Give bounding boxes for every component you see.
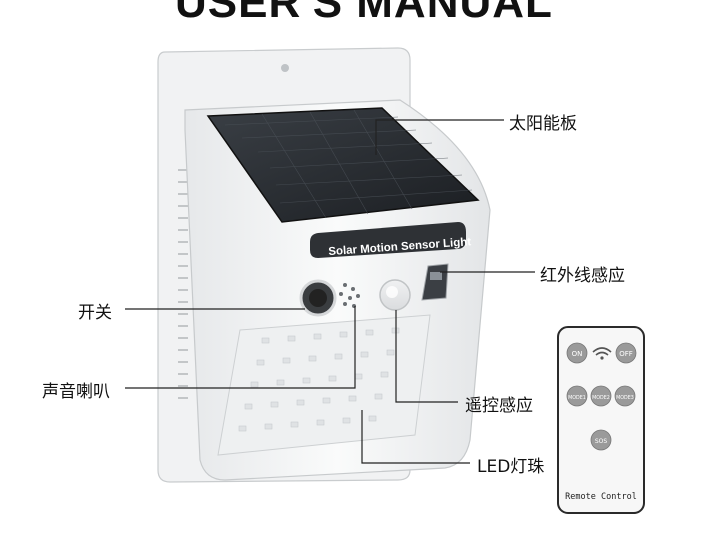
- remote-caption: Remote Control: [565, 492, 637, 502]
- label-switch: 开关: [78, 303, 112, 323]
- leader-lines: [125, 119, 535, 464]
- remote-off-button: [615, 342, 637, 364]
- led-beads: [238, 327, 400, 432]
- leader-speaker: [125, 306, 356, 389]
- mount-hole: [281, 64, 289, 72]
- led-panel: [217, 314, 431, 456]
- remote-off-label: OFF: [619, 350, 633, 358]
- remote-mode1-button: [566, 385, 588, 407]
- remote-sos-button: [590, 429, 612, 451]
- leader-remote-sensor: [395, 310, 458, 403]
- brand-strip: [310, 222, 466, 258]
- leader-led: [361, 410, 470, 464]
- side-vents: [178, 169, 188, 399]
- label-infrared-sensor: 红外线感应: [540, 266, 625, 286]
- remote-on-button: [566, 342, 588, 364]
- remote-control: ON OFF MODE1 MODE2 MODE3 SOS Remote Cont…: [557, 326, 645, 514]
- remote-mode3-button: [614, 385, 636, 407]
- label-solar-panel: 太阳能板: [509, 114, 577, 134]
- remote-on-label: ON: [572, 350, 583, 358]
- label-led-beads: LED灯珠: [477, 457, 545, 477]
- leader-solar-panel: [375, 119, 504, 155]
- label-remote-sensor: 遥控感应: [465, 396, 533, 416]
- page-title: USER'S MANUAL: [175, 0, 553, 27]
- label-speaker: 声音喇叭: [42, 382, 110, 402]
- remote-mode3-label: MODE3: [616, 395, 634, 401]
- remote-sos-label: SOS: [595, 438, 608, 445]
- remote-mode2-button: [590, 385, 612, 407]
- remote-mode1-label: MODE1: [568, 395, 586, 401]
- remote-mode2-label: MODE2: [592, 395, 610, 401]
- wifi-icon: [592, 347, 612, 356]
